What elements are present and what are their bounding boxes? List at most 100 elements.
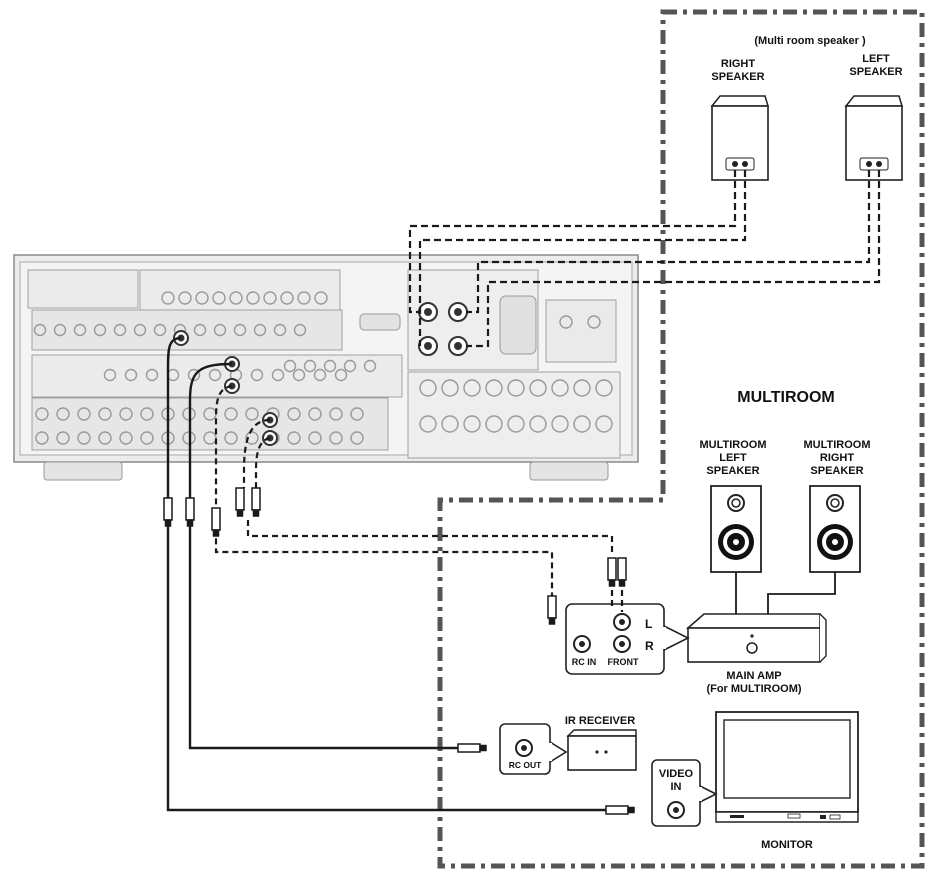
audio-cable-r (254, 436, 271, 488)
panel-jack (56, 431, 70, 445)
panel-jack (363, 359, 377, 373)
multiroom-left-speaker-label: MULTIROOM (699, 439, 766, 451)
panel-jack (350, 431, 364, 445)
panel-jack (93, 323, 107, 337)
panel-jack (573, 379, 591, 397)
main-amp (685, 613, 827, 663)
video-in-label-2: IN (671, 781, 682, 793)
panel-jack (343, 359, 357, 373)
av-receiver-rear-panel (13, 254, 639, 481)
panel-jack (441, 379, 459, 397)
rca-plug (211, 507, 221, 531)
rca-plug-tip (252, 509, 260, 517)
panel-jack (263, 291, 277, 305)
rc-in-label: RC IN (572, 657, 597, 667)
panel-jack (329, 431, 343, 445)
rca-plug (251, 487, 261, 511)
panel-jack (308, 431, 322, 445)
right-speaker (710, 95, 770, 181)
rc-out-jack-panel (499, 723, 568, 775)
panel-jack (334, 368, 348, 382)
panel-jack (195, 291, 209, 305)
panel-jack (293, 323, 307, 337)
panel-jack (145, 368, 159, 382)
panel-jack (595, 415, 613, 433)
main-amp-label: MAIN AMP (726, 670, 781, 682)
panel-jack (161, 291, 175, 305)
ir-receiver-title: IR RECEIVER (565, 715, 635, 727)
video-in-jack-panel (651, 759, 718, 827)
panel-jack (208, 368, 222, 382)
panel-jack (323, 359, 337, 373)
panel-jack (98, 431, 112, 445)
monitor (715, 711, 859, 823)
rca-plug-tip (186, 519, 194, 527)
panel-jack (419, 379, 437, 397)
rca-plug (235, 487, 245, 511)
rca-plug (163, 497, 173, 521)
rca-plug-tip (164, 519, 172, 527)
panel-jack (212, 291, 226, 305)
video-cable (166, 336, 606, 812)
panel-jack (314, 291, 328, 305)
rca-plug-tip (548, 617, 556, 625)
panel-jack (229, 291, 243, 305)
left-speaker (844, 95, 904, 181)
right-speaker-label: RIGHT (721, 58, 756, 70)
panel-jack (287, 431, 301, 445)
l-channel-label: L (645, 617, 652, 631)
rca-plug-tip (608, 579, 616, 587)
panel-jack (73, 323, 87, 337)
panel-jack (245, 431, 259, 445)
panel-jack (245, 407, 259, 421)
left-speaker-label: LEFT (862, 53, 890, 65)
panel-jack (463, 379, 481, 397)
panel-jack (292, 368, 306, 382)
signal-cables (166, 336, 606, 812)
panel-jack (193, 323, 207, 337)
panel-jack (224, 407, 238, 421)
panel-jack (224, 431, 238, 445)
rca-plug-tip (236, 509, 244, 517)
remote-cable (188, 362, 458, 750)
panel-jack (529, 379, 547, 397)
rca-plug (617, 557, 627, 581)
panel-jack (303, 359, 317, 373)
rca-plug (605, 805, 629, 815)
video-in-label: VIDEO (659, 768, 694, 780)
panel-jack (133, 323, 147, 337)
rca-plug (547, 595, 557, 619)
monitor-label: MONITOR (761, 839, 813, 851)
rca-plugs (163, 487, 635, 815)
panel-jack (35, 407, 49, 421)
speaker-wires (408, 170, 881, 348)
panel-jack (551, 379, 569, 397)
r-channel-label: R (645, 639, 654, 653)
panel-jack (253, 323, 267, 337)
rca-plug-tip (618, 579, 626, 587)
audio-cable-joint (246, 520, 614, 552)
ir-receiver (566, 729, 637, 771)
rca-plug-tip (212, 529, 220, 537)
panel-jack (329, 407, 343, 421)
panel-jack (77, 407, 91, 421)
multiroom-right-speaker-label-3: SPEAKER (810, 465, 863, 477)
panel-jack (350, 407, 364, 421)
rc-out-label: RC OUT (509, 760, 542, 770)
front-label: FRONT (608, 657, 639, 667)
panel-jack (507, 379, 525, 397)
panel-jack (573, 415, 591, 433)
panel-jack (273, 323, 287, 337)
panel-jack (33, 323, 47, 337)
rca-plug-tip (479, 744, 487, 752)
multiroom-left-speaker-label-2: LEFT (719, 452, 747, 464)
panel-jack (140, 407, 154, 421)
panel-jack (507, 415, 525, 433)
amp-input-jack-panel (565, 603, 690, 675)
rca-plug (457, 743, 481, 753)
panel-jack (153, 323, 167, 337)
panel-jack (559, 315, 573, 329)
panel-jack (103, 368, 117, 382)
left-speaker-label-2: SPEAKER (849, 66, 902, 78)
